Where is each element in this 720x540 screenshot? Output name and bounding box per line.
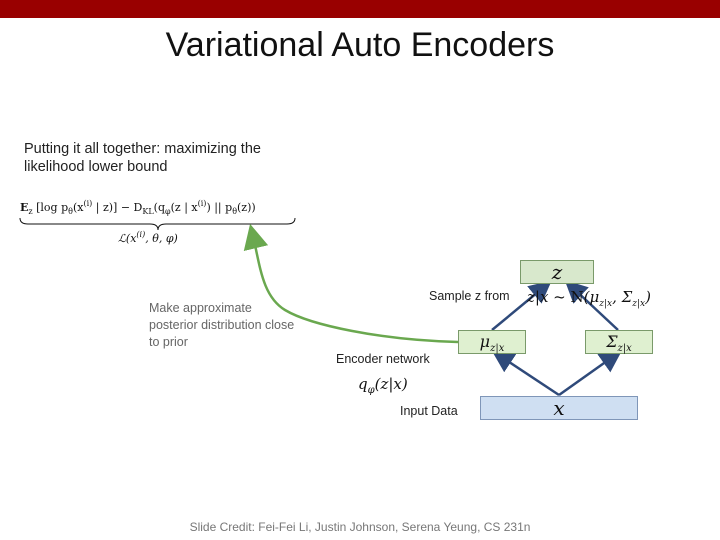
header-bar (0, 0, 720, 18)
equation-under: ℒ(x(i), θ, φ) (118, 230, 178, 245)
slide-credit: Slide Credit: Fei-Fei Li, Justin Johnson… (189, 520, 531, 534)
arrow-sigma-to-z (564, 280, 619, 331)
mu-node: μz|x (458, 330, 526, 354)
mu-label: μz|x (479, 332, 505, 355)
sigma-label: Σz|x (606, 332, 632, 355)
arrow-x-to-mu (491, 350, 560, 397)
input-x-node: x (480, 396, 638, 420)
input-x-label: x (553, 396, 565, 420)
underbrace (19, 217, 296, 231)
intro-text: Putting it all together: maximizing the … (24, 141, 261, 175)
encoder-formula: qφ(z|x) (358, 375, 408, 396)
sample-formula: z|x ~ N(μz|x, Σz|x) (526, 288, 651, 309)
encoder-label: Encoder network (336, 352, 430, 366)
arrow-x-to-sigma (558, 350, 623, 397)
kl-arrow (243, 223, 459, 344)
kl-note: Make approximate posterior distribution … (149, 301, 295, 349)
latent-z-label: z (551, 260, 563, 284)
input-label: Input Data (400, 404, 458, 418)
sigma-node: Σz|x (585, 330, 653, 354)
latent-z-node: z (520, 260, 594, 284)
sample-label: Sample z from (429, 289, 510, 303)
equation-main: Ez [log pθ(x(i) | z)] − DKL(qφ(z | x(i))… (20, 199, 256, 216)
slide-title: Variational Auto Encoders (165, 26, 555, 64)
arrow-mu-to-z (491, 280, 552, 331)
